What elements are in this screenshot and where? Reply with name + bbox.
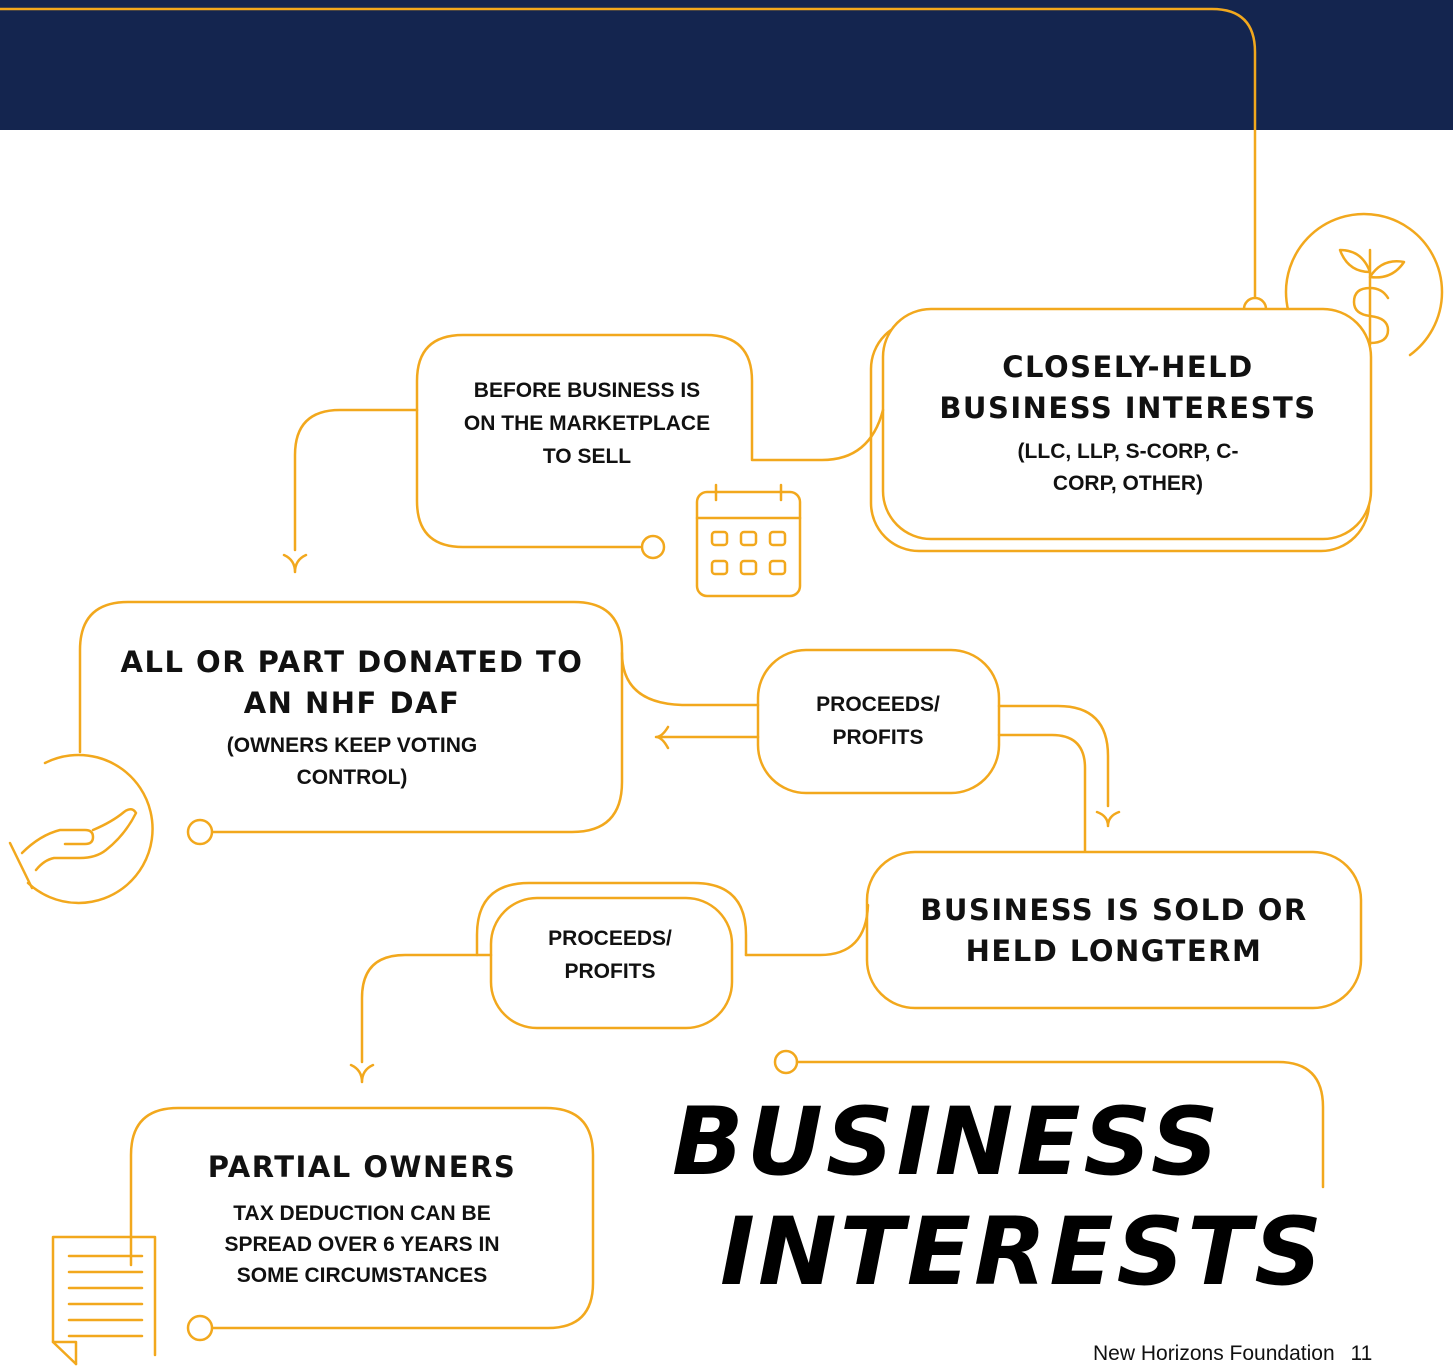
- title-bracket: [795, 1060, 1325, 1189]
- closely-held-title: CLOSELY-HELD BUSINESS INTERESTS: [939, 350, 1317, 425]
- connector: [620, 651, 760, 707]
- connector: [360, 953, 493, 1064]
- document-icon: [51, 1235, 157, 1366]
- proceeds-2-box-outer: [475, 881, 748, 957]
- header-banner: [0, 0, 1453, 130]
- connector: [293, 408, 419, 552]
- connector: [997, 733, 1087, 854]
- connector-dot: [186, 1314, 214, 1342]
- footer-org: New Horizons Foundation: [1093, 1342, 1335, 1365]
- top-connector: [0, 7, 1257, 300]
- page-title-line1: BUSINESS: [672, 1088, 1222, 1197]
- calendar-icon: [695, 483, 802, 598]
- connector: [744, 903, 870, 957]
- donated-title: ALL OR PART DONATED TO AN NHF DAF: [120, 645, 584, 720]
- connector-dot: [640, 534, 666, 560]
- donated-subtitle: (OWNERS KEEP VOTING CONTROL): [226, 734, 478, 789]
- arrow-head: [282, 553, 308, 574]
- page-title-line2: INTERESTS: [720, 1198, 1326, 1307]
- footer: New Horizons Foundation 11: [1093, 1342, 1372, 1366]
- arrow-head: [349, 1063, 375, 1084]
- giving-hand-icon: [8, 753, 154, 905]
- page-number: 11: [1350, 1342, 1373, 1365]
- closely-held-subtitle: (LLC, LLP, S-CORP, C-CORP, OTHER): [1017, 440, 1239, 495]
- donated-node: ALL OR PART DONATED TO AN NHF DAF (OWNER…: [100, 642, 604, 794]
- connector-dot: [186, 818, 214, 846]
- proceeds-1-box: [756, 648, 1001, 795]
- proceeds-2-label: PROCEEDS/ PROFITS: [548, 927, 672, 983]
- before-business-label: BEFORE BUSINESS IS ON THE MARKETPLACE TO…: [463, 379, 711, 468]
- before-business-box: [415, 333, 885, 549]
- connector: [997, 704, 1110, 808]
- proceeds-2-box: [489, 896, 734, 1030]
- closely-held-node: CLOSELY-HELD BUSINESS INTERESTS (LLC, LL…: [895, 347, 1361, 500]
- connector-dot: [773, 1049, 799, 1075]
- closely-held-box: [881, 307, 1373, 541]
- partial-owners-node: PARTIAL OWNERS TAX DEDUCTION CAN BE SPRE…: [146, 1147, 578, 1291]
- arrow-head: [654, 725, 670, 750]
- donated-box: [78, 600, 624, 834]
- partial-owners-box: [129, 1106, 595, 1330]
- arrow-head: [1095, 810, 1121, 828]
- business-sold-box: [865, 850, 1363, 1010]
- proceeds-1-label: PROCEEDS/ PROFITS: [816, 693, 940, 749]
- partial-owners-title: PARTIAL OWNERS: [207, 1150, 517, 1184]
- partial-owners-subtitle: TAX DEDUCTION CAN BE SPREAD OVER 6 YEARS…: [224, 1202, 500, 1287]
- business-sold-title: BUSINESS IS SOLD OR HELD LONGTERM: [920, 893, 1308, 968]
